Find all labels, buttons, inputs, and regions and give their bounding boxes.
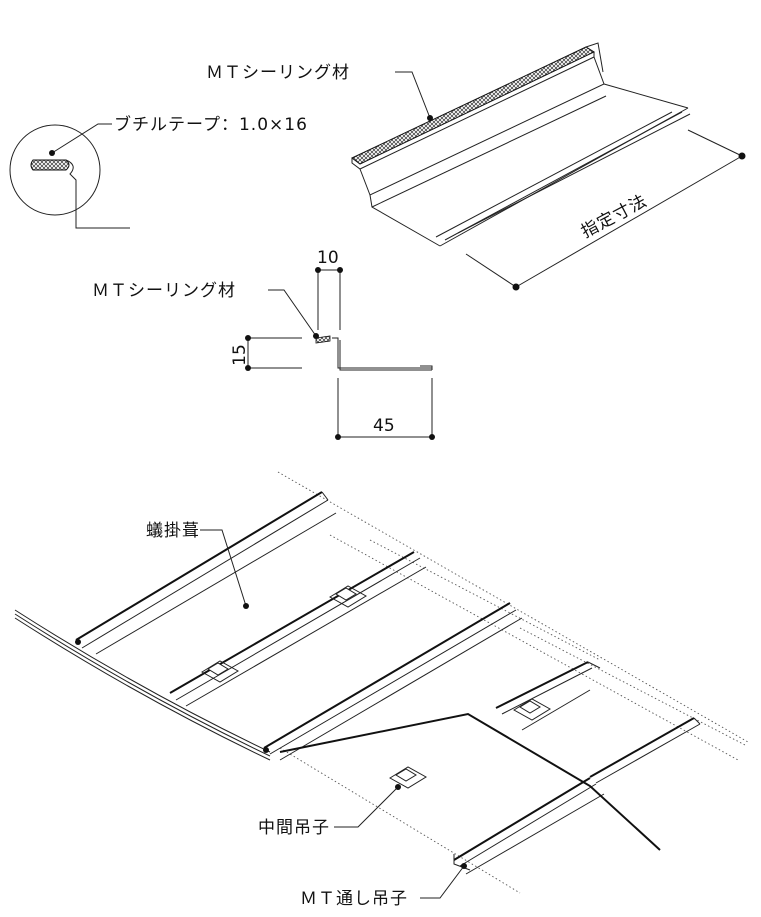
label-specified-size: 指定寸法 bbox=[578, 191, 651, 242]
label-mt-sealing-top: ＭＴシーリング材 bbox=[206, 63, 350, 83]
label-mt-through-clip: ＭＴ通し吊子 bbox=[300, 889, 408, 909]
butyl-tape-detail bbox=[9, 123, 130, 229]
roof-isometric bbox=[14, 471, 749, 899]
section-profile bbox=[245, 267, 435, 440]
label-middle-clip: 中間吊子 bbox=[258, 818, 330, 838]
label-butyl-tape: ブチルテープ：1.0×16 bbox=[114, 114, 308, 135]
dim-15: 15 bbox=[230, 344, 250, 366]
label-mt-sealing-section: ＭＴシーリング材 bbox=[92, 281, 236, 301]
dim-10: 10 bbox=[317, 248, 339, 268]
sealing-strip-isometric bbox=[351, 42, 746, 291]
label-kakegake-roof: 蟻掛葺 bbox=[146, 521, 200, 541]
dim-45: 45 bbox=[373, 416, 395, 436]
